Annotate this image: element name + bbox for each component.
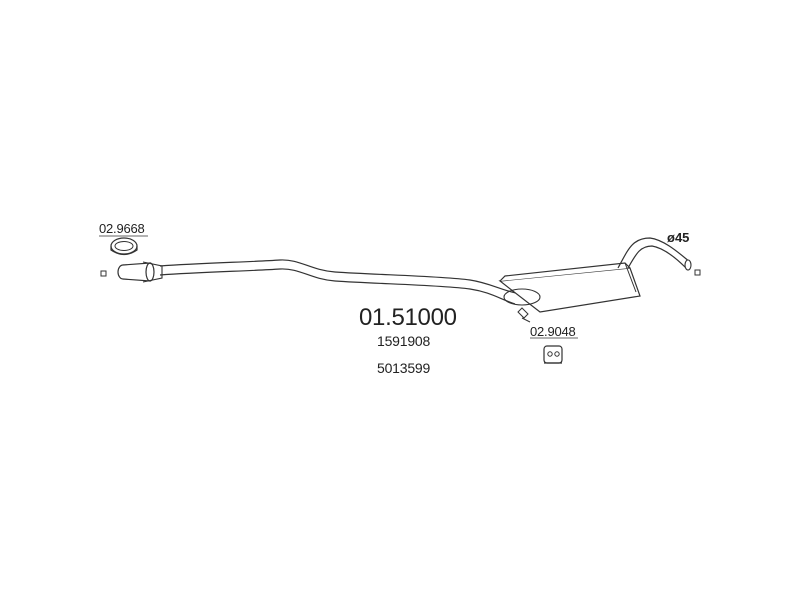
- outlet-diameter-label: ø45: [667, 230, 690, 245]
- clamp-ring-callout: 02.9668: [99, 221, 145, 236]
- oe-reference-1: 1591908: [377, 333, 431, 349]
- rear-silencer: [498, 262, 641, 313]
- oe-reference-2: 5013599: [377, 360, 431, 376]
- rubber-hanger-callout: 02.9048: [530, 324, 576, 339]
- hanger-bracket: [517, 307, 531, 323]
- tailpipe: [617, 237, 692, 271]
- clamp-ring-icon: [110, 237, 138, 256]
- rubber-hanger-icon: [543, 345, 563, 364]
- left-end-marker: [100, 270, 107, 277]
- exhaust-pipe: [159, 259, 521, 305]
- right-end-marker: [694, 269, 701, 276]
- inlet-flange: [117, 261, 163, 283]
- part-number: 01.51000: [359, 304, 457, 331]
